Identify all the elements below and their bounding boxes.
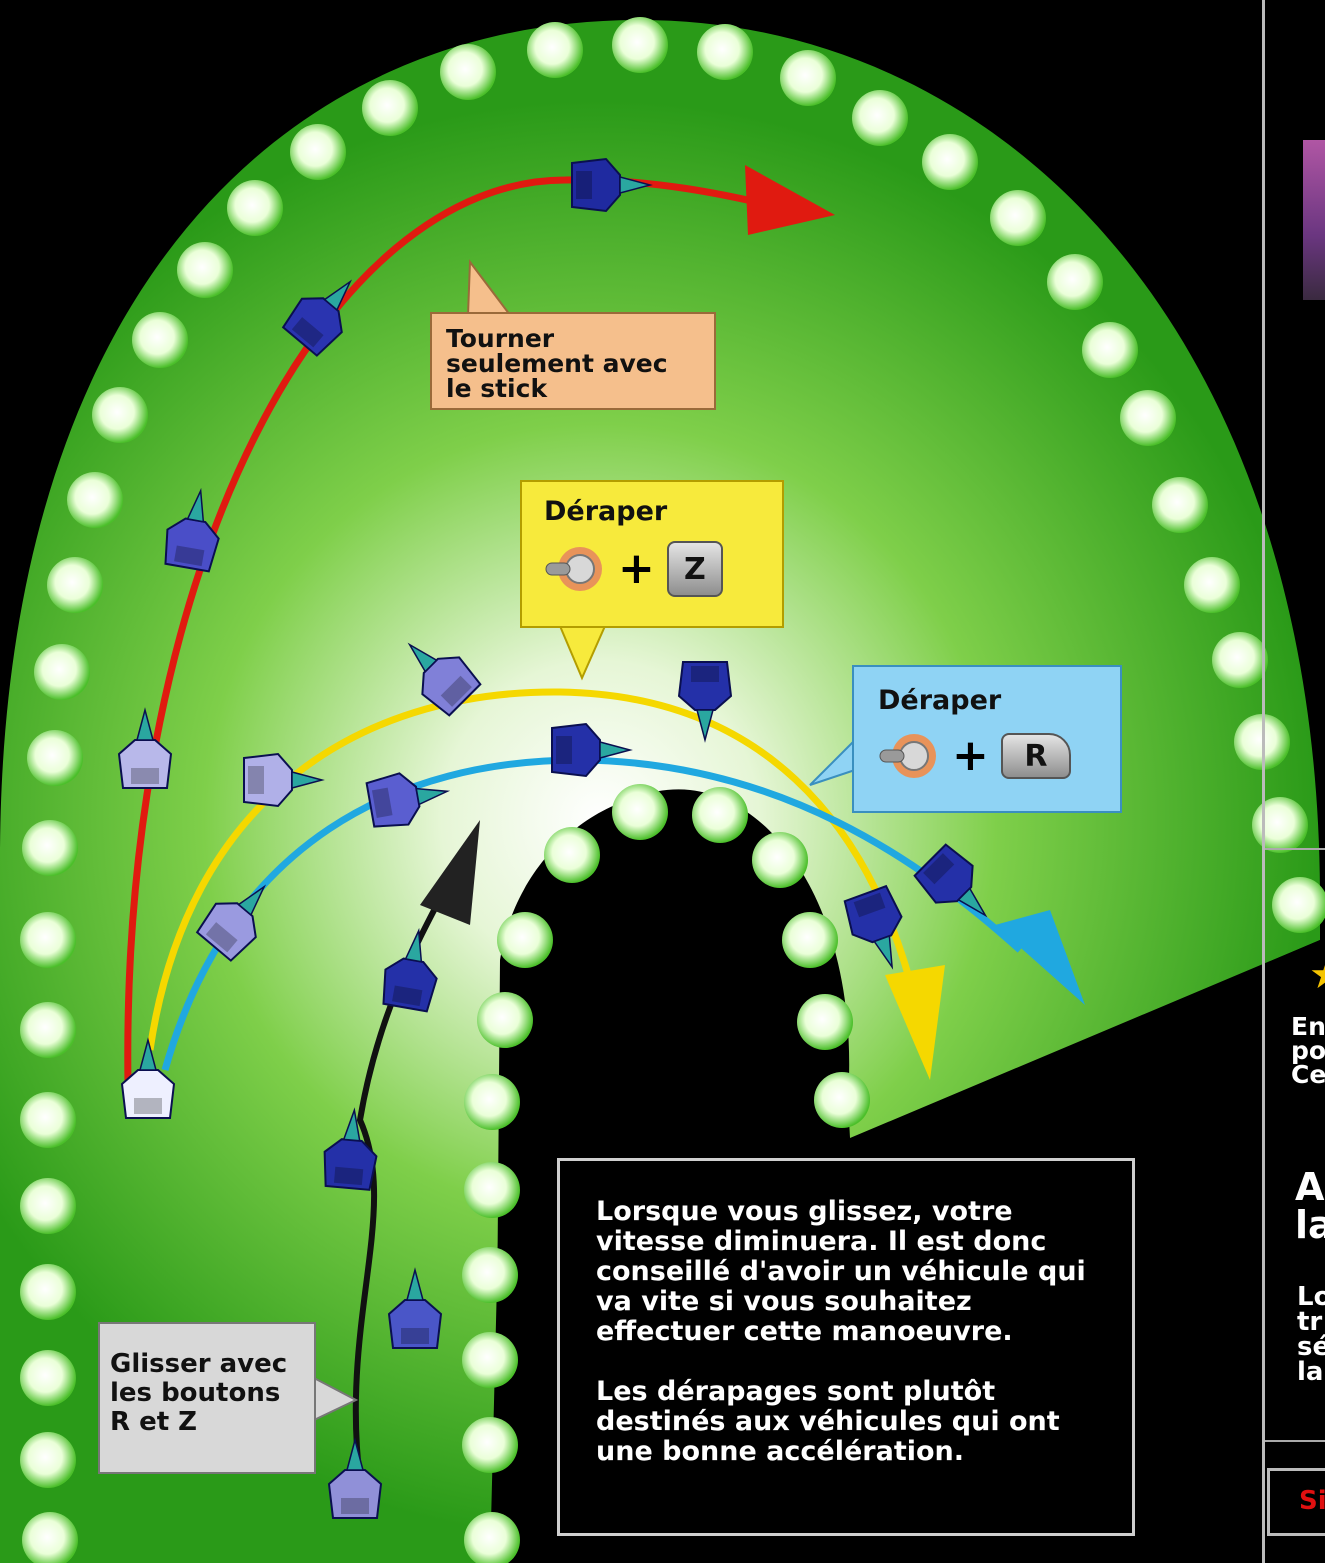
edge-light xyxy=(1120,390,1176,446)
edge-light xyxy=(20,912,76,968)
info-paragraph-1: Lorsque vous glissez, votre vitesse dimi… xyxy=(596,1197,1096,1347)
callout-glide: Glisser avec les boutons R et Z xyxy=(98,1322,316,1474)
edge-light xyxy=(612,784,668,840)
edge-light xyxy=(34,644,90,700)
info-box: Lorsque vous glissez, votre vitesse dimi… xyxy=(557,1158,1135,1536)
edge-light xyxy=(497,912,553,968)
edge-light xyxy=(692,787,748,843)
edge-light xyxy=(67,472,123,528)
edge-light xyxy=(440,44,496,100)
side-text-1: En po Ce xyxy=(1291,1015,1325,1087)
edge-light xyxy=(227,180,283,236)
edge-light xyxy=(1184,557,1240,613)
callout-turn-stick: Tourner seulement avec le stick xyxy=(430,312,716,410)
edge-light xyxy=(990,190,1046,246)
edge-light xyxy=(527,22,583,78)
edge-light xyxy=(20,1002,76,1058)
callout-skid-z: Déraper + Z xyxy=(520,480,784,628)
skid-r-combo: + R xyxy=(878,730,1096,782)
side-heading: A la xyxy=(1295,1168,1325,1244)
control-stick-icon xyxy=(878,730,940,782)
r-button-icon: R xyxy=(1001,733,1071,779)
edge-light xyxy=(782,912,838,968)
side-text-2: Lo tr sé la xyxy=(1297,1285,1325,1385)
edge-light xyxy=(544,827,600,883)
info-paragraph-2: Les dérapages sont plutôt destinés aux v… xyxy=(596,1377,1096,1467)
edge-light xyxy=(20,1178,76,1234)
edge-light xyxy=(797,994,853,1050)
side-divider-2 xyxy=(1265,1440,1325,1442)
edge-light xyxy=(27,730,83,786)
edge-light xyxy=(47,557,103,613)
side-link[interactable]: Si xyxy=(1299,1486,1325,1516)
edge-light xyxy=(697,24,753,80)
edge-light xyxy=(132,312,188,368)
side-thumbnail xyxy=(1303,140,1325,300)
callout-skid-r-title: Déraper xyxy=(878,685,1096,716)
edge-light xyxy=(752,832,808,888)
edge-light xyxy=(92,387,148,443)
callout-skid-r: Déraper + R xyxy=(852,665,1122,813)
edge-light xyxy=(922,134,978,190)
edge-light xyxy=(1047,254,1103,310)
edge-light xyxy=(20,1264,76,1320)
callout-glide-text: Glisser avec les boutons R et Z xyxy=(110,1350,304,1437)
edge-light xyxy=(1152,477,1208,533)
skid-z-combo: + Z xyxy=(544,541,760,597)
edge-light xyxy=(20,1432,76,1488)
callout-skid-z-title: Déraper xyxy=(544,496,760,527)
edge-light xyxy=(362,80,418,136)
edge-light xyxy=(1212,632,1268,688)
edge-light xyxy=(464,1074,520,1130)
callout-turn-stick-text: Tourner seulement avec le stick xyxy=(446,326,700,401)
edge-light xyxy=(814,1072,870,1128)
edge-light xyxy=(1082,322,1138,378)
edge-light xyxy=(462,1247,518,1303)
edge-light xyxy=(477,992,533,1048)
edge-light xyxy=(462,1332,518,1388)
plus-sign: + xyxy=(618,549,655,589)
edge-light xyxy=(852,90,908,146)
star-icon: ★ xyxy=(1309,952,1325,998)
edge-light xyxy=(290,124,346,180)
edge-light xyxy=(462,1417,518,1473)
edge-light xyxy=(22,820,78,876)
plus-sign: + xyxy=(952,736,989,776)
z-button-icon: Z xyxy=(667,541,723,597)
edge-light xyxy=(780,50,836,106)
control-stick-icon xyxy=(544,543,606,595)
side-divider xyxy=(1265,848,1325,850)
edge-light xyxy=(464,1162,520,1218)
edge-light xyxy=(20,1350,76,1406)
side-panel: ★ En po Ce A la Lo tr sé la Si xyxy=(1262,0,1325,1563)
edge-light xyxy=(612,17,668,73)
edge-light xyxy=(177,242,233,298)
edge-light xyxy=(20,1092,76,1148)
